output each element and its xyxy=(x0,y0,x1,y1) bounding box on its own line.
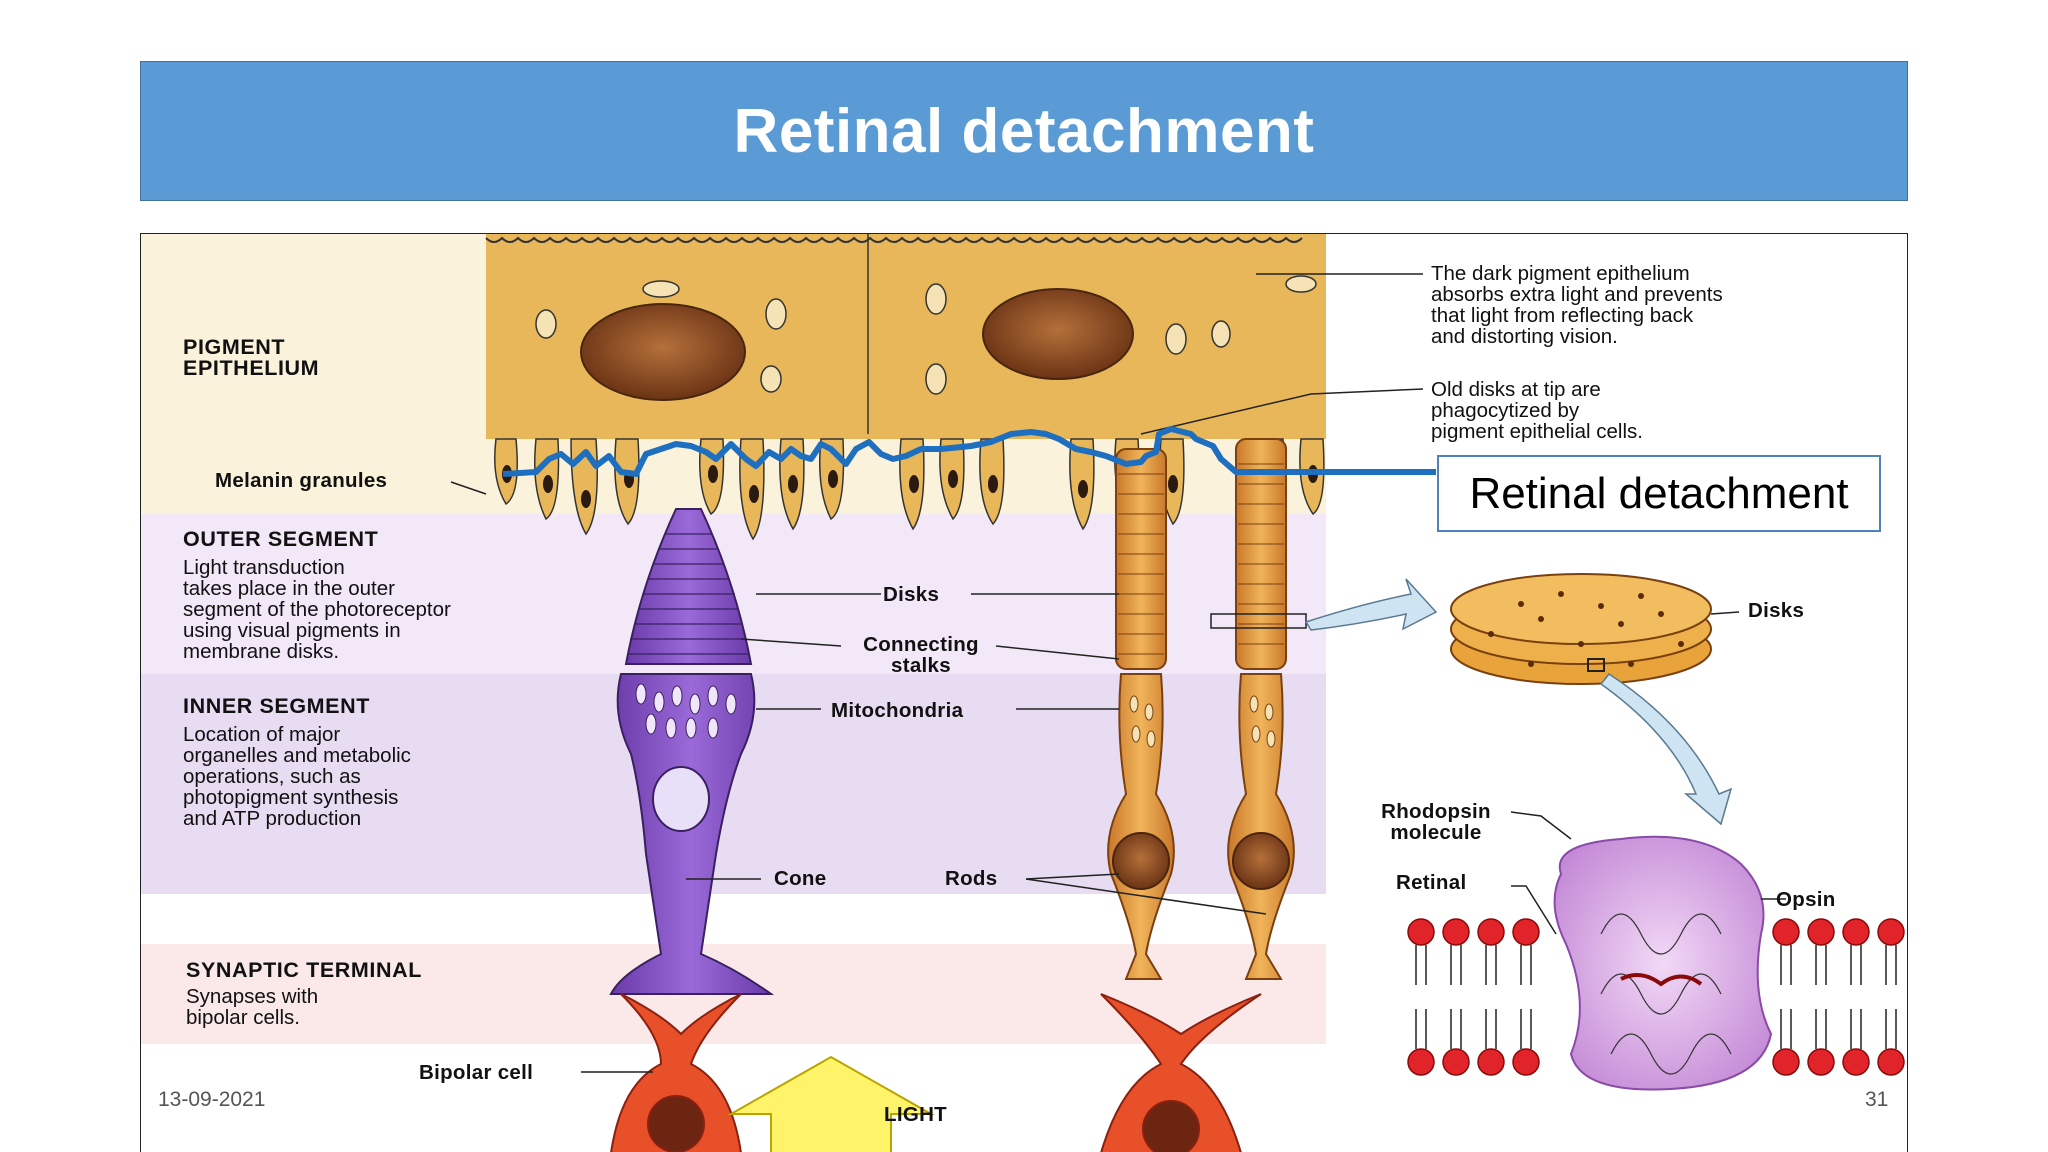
pigment-epithelium-note: The dark pigment epithelium absorbs extr… xyxy=(1431,262,1723,348)
bipolar-cell-label: Bipolar cell xyxy=(419,1061,534,1084)
rhodopsin-zoom-arrow xyxy=(1599,673,1733,826)
cone-label: Cone xyxy=(774,867,827,890)
melanin-granules-label: Melanin granules xyxy=(215,469,388,492)
outer-segment-description: Light transduction takes place in the ou… xyxy=(183,556,451,663)
inner-segment-title: INNER SEGMENT xyxy=(183,694,370,718)
diagram-artwork xyxy=(141,234,1905,1152)
light-arrow xyxy=(727,1055,935,1152)
connecting-stalks-label: Connecting stalks xyxy=(863,633,979,677)
slide-page-number: 31 xyxy=(1865,1088,1889,1111)
pigment-epithelium-cells xyxy=(485,234,1326,541)
retinal-detachment-callout: Retinal detachment xyxy=(1437,455,1881,532)
disks-label: Disks xyxy=(883,583,940,606)
old-disks-note: Old disks at tip are phagocytized by pig… xyxy=(1431,378,1643,443)
title-bar: Retinal detachment xyxy=(140,61,1908,201)
disk-zoom-arrow xyxy=(1304,578,1438,631)
bipolar-cells xyxy=(610,993,1262,1152)
synaptic-terminal-title: SYNAPTIC TERMINAL xyxy=(186,958,422,982)
leader-lines xyxy=(450,273,1786,1073)
lipid-tails xyxy=(1415,945,1897,1049)
synaptic-terminal-description: Synapses with bipolar cells. xyxy=(186,985,319,1029)
cone-cell xyxy=(609,508,775,995)
disk-stack xyxy=(1450,573,1712,685)
retina-diagram: PIGMENT EPITHELIUM Melanin granules OUTE… xyxy=(140,233,1908,1152)
retinal-detachment-line xyxy=(502,426,1436,477)
disks-right-label: Disks xyxy=(1748,599,1805,622)
membrane-lipids xyxy=(1407,918,1905,1076)
light-label: LIGHT xyxy=(884,1103,947,1126)
rod-cells xyxy=(1107,438,1295,980)
rhodopsin-molecule xyxy=(1553,835,1773,1091)
rhodopsin-molecule-label: Rhodopsin molecule xyxy=(1381,800,1491,844)
pigment-epithelium-label: PIGMENT EPITHELIUM xyxy=(183,335,320,380)
mitochondria-label: Mitochondria xyxy=(831,699,964,722)
retinal-label: Retinal xyxy=(1396,871,1467,894)
opsin-label: Opsin xyxy=(1776,888,1836,911)
inner-segment-description: Location of major organelles and metabol… xyxy=(183,723,411,830)
slide-date: 13-09-2021 xyxy=(158,1088,266,1111)
slide-title: Retinal detachment xyxy=(733,96,1315,166)
outer-segment-title: OUTER SEGMENT xyxy=(183,527,379,551)
rods-label: Rods xyxy=(945,867,998,890)
